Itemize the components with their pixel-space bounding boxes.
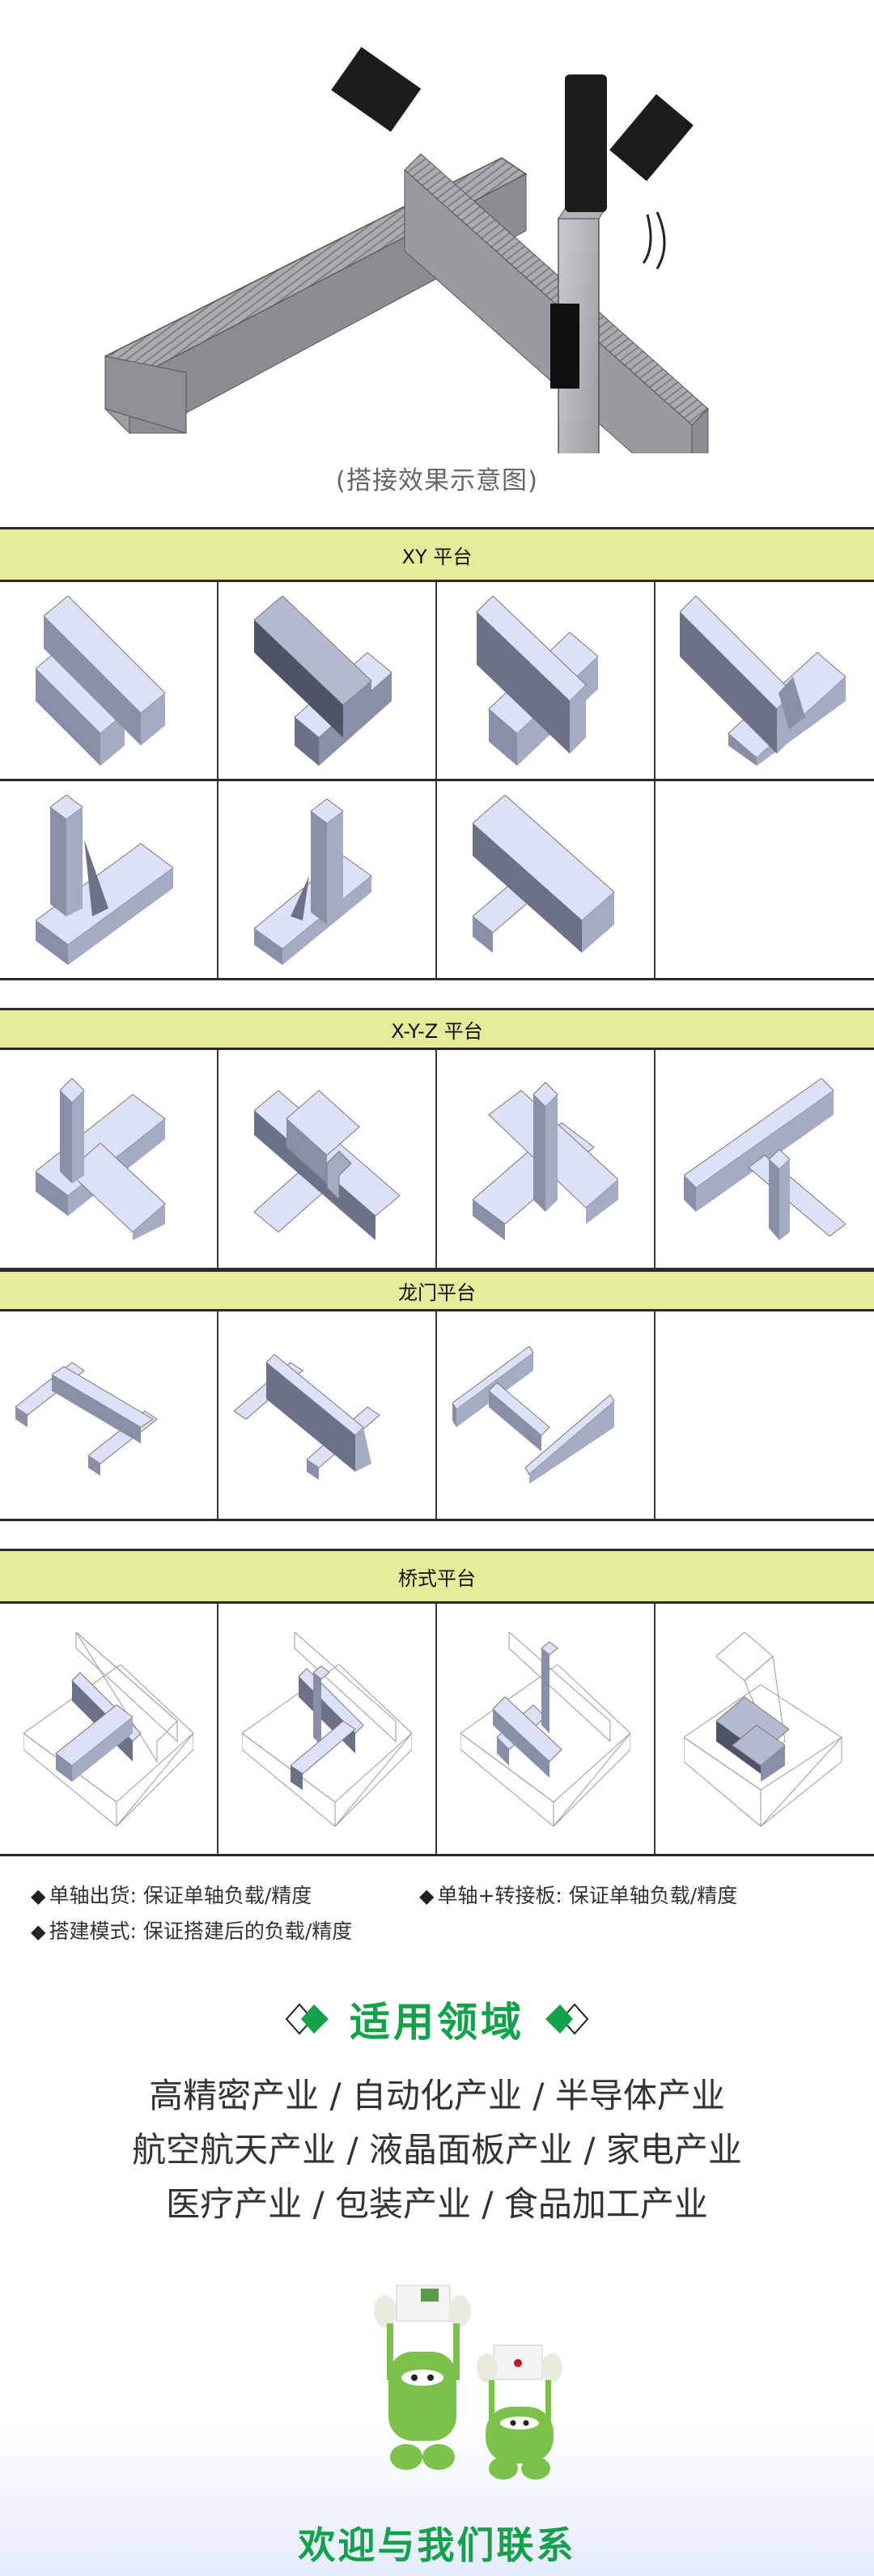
bridge-row (0, 1604, 874, 1856)
section-header-xy: XY 平台 (0, 527, 874, 582)
diagram-cell (437, 1311, 656, 1519)
diagram-cell (656, 1604, 874, 1854)
contact-text: 欢迎与我们联系 (298, 2523, 576, 2567)
gantry-h-frame-icon (452, 1346, 615, 1484)
section-header-xyz: X-Y-Z 平台 (0, 1008, 874, 1050)
xy-vertical-tower-icon (254, 797, 372, 965)
diagram-cell (437, 1604, 656, 1854)
diagram-cell (218, 781, 437, 978)
fields-heading: 适用领域 (0, 1990, 874, 2048)
diagram-cell-empty (656, 781, 874, 978)
fields-list: 高精密产业 / 自动化产业 / 半导体产业 航空航天产业 / 液晶面板产业 / … (0, 2068, 874, 2231)
fields-line: 医疗产业 / 包装产业 / 食品加工产业 (166, 2184, 708, 2224)
xyz-cantilever-icon (684, 1078, 846, 1240)
xy-cross-blocks-icon (473, 794, 615, 953)
xy-row-1 (0, 582, 874, 781)
fields-line: 高精密产业 / 自动化产业 / 半导体产业 (149, 2076, 725, 2115)
fields-title: 适用领域 (350, 1999, 524, 2046)
diagram-cell (0, 1050, 218, 1268)
xyz-vertical-cross-icon (473, 1081, 618, 1240)
xy-offset-blocks-icon (476, 595, 599, 766)
bridge-frame-icon (23, 1631, 193, 1826)
bridge-frame-icon (242, 1631, 412, 1826)
notes-list: ◆单轴出货: 保证单轴负载/精度 ◆单轴+转接板: 保证单轴负载/精度 ◆搭建模… (31, 1878, 856, 1949)
linear-module-render-icon (104, 46, 709, 648)
diagram-cell (0, 1311, 218, 1519)
section-header-bridge: 桥式平台 (0, 1549, 874, 1604)
note-item: ◆搭建模式: 保证搭建后的负载/精度 (31, 1914, 352, 1949)
note-text: 单轴+转接板: 保证单轴负载/精度 (437, 1884, 738, 1907)
xy-cross-blocks-icon (36, 595, 166, 766)
diamond-bullet-icon: ◆ (31, 1920, 46, 1943)
xy-l-blocks-icon (254, 595, 392, 766)
section-header-gantry: 龙门平台 (0, 1269, 874, 1311)
diamond-bullet-icon: ◆ (31, 1885, 46, 1907)
double-diamond-right-icon (545, 2003, 589, 2035)
double-diamond-left-icon (285, 2003, 329, 2035)
hero-product-image (0, 0, 874, 648)
note-text: 搭建模式: 保证搭建后的负载/精度 (49, 1919, 353, 1943)
bridge-frame-icon (460, 1631, 630, 1826)
diagram-cell (656, 1050, 874, 1268)
diagram-cell (0, 781, 218, 978)
diagram-cell (437, 781, 656, 978)
note-item: ◆单轴出货: 保证单轴负载/精度 (31, 1878, 387, 1914)
diagram-cell (656, 582, 874, 779)
bridge-frame-icon (684, 1631, 842, 1826)
xy-vertical-tower-icon (36, 794, 174, 965)
xy-row-2 (0, 781, 874, 980)
green-mascot-icon (374, 2285, 562, 2480)
fields-line: 航空航天产业 / 液晶面板产业 / 家电产业 (132, 2130, 742, 2170)
diagram-cell (218, 1311, 437, 1519)
hero-caption: (搭接效果示意图) (335, 466, 539, 495)
diagram-cell-empty (656, 1311, 874, 1519)
note-item: ◆单轴+转接板: 保证单轴负载/精度 (419, 1878, 737, 1914)
gantry-row (0, 1311, 874, 1521)
diagram-cell (0, 1604, 218, 1854)
gantry-h-blocks-icon (234, 1354, 380, 1480)
xy-bracket-blocks-icon (680, 595, 846, 766)
diagram-cell (218, 582, 437, 779)
xyz-stacked-blocks-icon (254, 1089, 400, 1240)
diagram-cell (218, 1050, 437, 1268)
xyz-row (0, 1050, 874, 1270)
note-text: 单轴出货: 保证单轴负载/精度 (49, 1884, 312, 1907)
diagram-cell (218, 1604, 437, 1854)
diamond-bullet-icon: ◆ (419, 1885, 435, 1907)
diagram-cell (437, 1050, 656, 1268)
diagram-cell (437, 582, 656, 779)
gantry-h-blocks-icon (15, 1362, 158, 1476)
xyz-tower-cross-icon (36, 1078, 166, 1240)
mascot-image (356, 2271, 566, 2481)
diagram-cell (0, 582, 218, 779)
